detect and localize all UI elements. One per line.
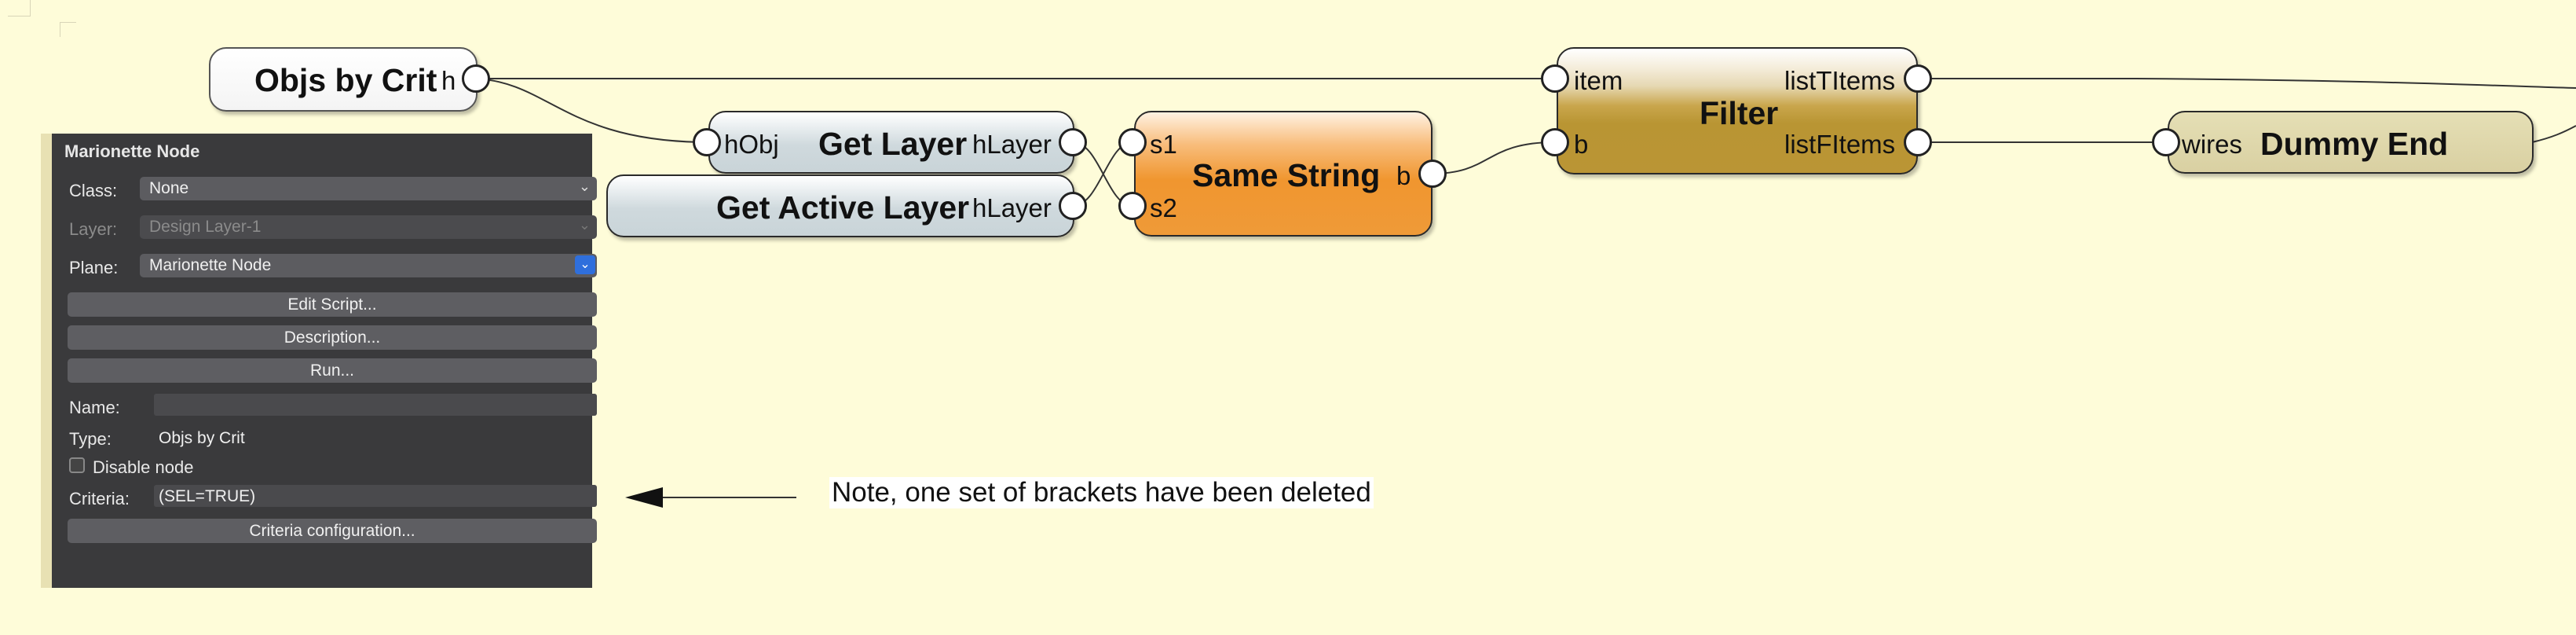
description-button[interactable]: Description... bbox=[68, 325, 597, 350]
node-title: Dummy End bbox=[2260, 126, 2449, 162]
port-label-b: b bbox=[1396, 161, 1411, 190]
node-objs-by-crit[interactable]: Objs by Crit h bbox=[209, 47, 478, 112]
class-value: None bbox=[149, 179, 189, 197]
port-label-listtitems: listTItems bbox=[1784, 66, 1896, 95]
class-label: Class: bbox=[69, 181, 118, 200]
plane-label: Plane: bbox=[69, 258, 119, 277]
annotation-note: Note, one set of brackets have been dele… bbox=[829, 477, 1374, 508]
name-label: Name: bbox=[69, 398, 120, 417]
input-port-item[interactable] bbox=[1541, 64, 1569, 93]
class-select[interactable]: None ⌄ bbox=[140, 177, 597, 200]
selection-corner bbox=[8, 0, 76, 37]
port-label-hlayer: hLayer bbox=[972, 130, 1052, 159]
output-port-listtitems[interactable] bbox=[1904, 64, 1932, 93]
plane-select[interactable]: Marionette Node ⌄ bbox=[140, 254, 597, 277]
input-port-hobj[interactable] bbox=[693, 128, 721, 156]
input-port-b[interactable] bbox=[1541, 128, 1569, 156]
chevron-down-icon: ⌄ bbox=[575, 255, 595, 274]
port-label-item: item bbox=[1574, 66, 1623, 95]
criteria-field[interactable]: (SEL=TRUE) bbox=[154, 485, 597, 507]
layer-label: Layer: bbox=[69, 219, 118, 239]
node-title: Filter bbox=[1700, 95, 1779, 131]
wire-b-to-b bbox=[1431, 141, 1556, 174]
layer-select: Design Layer-1 ⌄ bbox=[140, 215, 597, 239]
edit-script-button[interactable]: Edit Script... bbox=[68, 292, 597, 317]
marionette-node-inspector: Marionette Node Class: None ⌄ Layer: Des… bbox=[41, 134, 597, 588]
inspector-title: Marionette Node bbox=[64, 141, 200, 161]
run-button[interactable]: Run... bbox=[68, 358, 597, 383]
port-label-listfitems: listFItems bbox=[1784, 130, 1896, 159]
type-value: Objs by Crit bbox=[159, 429, 245, 447]
port-label-h: h bbox=[441, 66, 456, 95]
input-port-s1[interactable] bbox=[1118, 128, 1147, 156]
wire-dummy-out bbox=[2531, 125, 2576, 143]
port-label-b: b bbox=[1574, 130, 1589, 159]
node-same-string[interactable]: s1 s2 Same String b bbox=[1134, 111, 1433, 237]
name-field[interactable] bbox=[154, 394, 597, 416]
criteria-label: Criteria: bbox=[69, 489, 130, 508]
input-port-s2[interactable] bbox=[1118, 192, 1147, 220]
node-title: Same String bbox=[1192, 157, 1381, 193]
wire-listtitems-out bbox=[1916, 78, 2576, 89]
node-title: Objs by Crit bbox=[254, 62, 437, 98]
node-title: Get Layer bbox=[818, 126, 968, 162]
output-port-hlayer-active[interactable] bbox=[1059, 192, 1087, 220]
node-get-layer[interactable]: hObj Get Layer hLayer bbox=[708, 111, 1074, 174]
chevron-down-icon: ⌄ bbox=[578, 178, 591, 194]
disable-node-label: Disable node bbox=[93, 457, 194, 477]
output-port-h[interactable] bbox=[462, 64, 490, 93]
port-label-wires: wires bbox=[2182, 130, 2243, 159]
port-label-s2: s2 bbox=[1150, 193, 1177, 222]
port-label-hlayer: hLayer bbox=[972, 193, 1052, 222]
plane-value: Marionette Node bbox=[149, 256, 272, 274]
input-port-wires[interactable] bbox=[2152, 128, 2180, 156]
port-label-s1: s1 bbox=[1150, 130, 1177, 159]
arrow-head bbox=[625, 487, 663, 508]
output-port-hlayer[interactable] bbox=[1059, 128, 1087, 156]
wire-h-to-hobj bbox=[475, 78, 708, 143]
disable-node-checkbox[interactable] bbox=[69, 457, 85, 473]
node-filter[interactable]: item b Filter listTItems listFItems bbox=[1557, 47, 1918, 174]
node-title: Get Active Layer bbox=[716, 189, 970, 226]
type-label: Type: bbox=[69, 429, 112, 449]
criteria-configuration-button[interactable]: Criteria configuration... bbox=[68, 519, 597, 543]
output-port-listfitems[interactable] bbox=[1904, 128, 1932, 156]
layer-value: Design Layer-1 bbox=[149, 218, 262, 236]
port-label-hobj: hObj bbox=[724, 130, 779, 159]
output-port-b[interactable] bbox=[1418, 160, 1447, 188]
node-get-active-layer[interactable]: Get Active Layer hLayer bbox=[606, 174, 1074, 237]
node-dummy-end[interactable]: wires Dummy End bbox=[2168, 111, 2534, 174]
chevron-down-icon: ⌄ bbox=[578, 217, 591, 233]
